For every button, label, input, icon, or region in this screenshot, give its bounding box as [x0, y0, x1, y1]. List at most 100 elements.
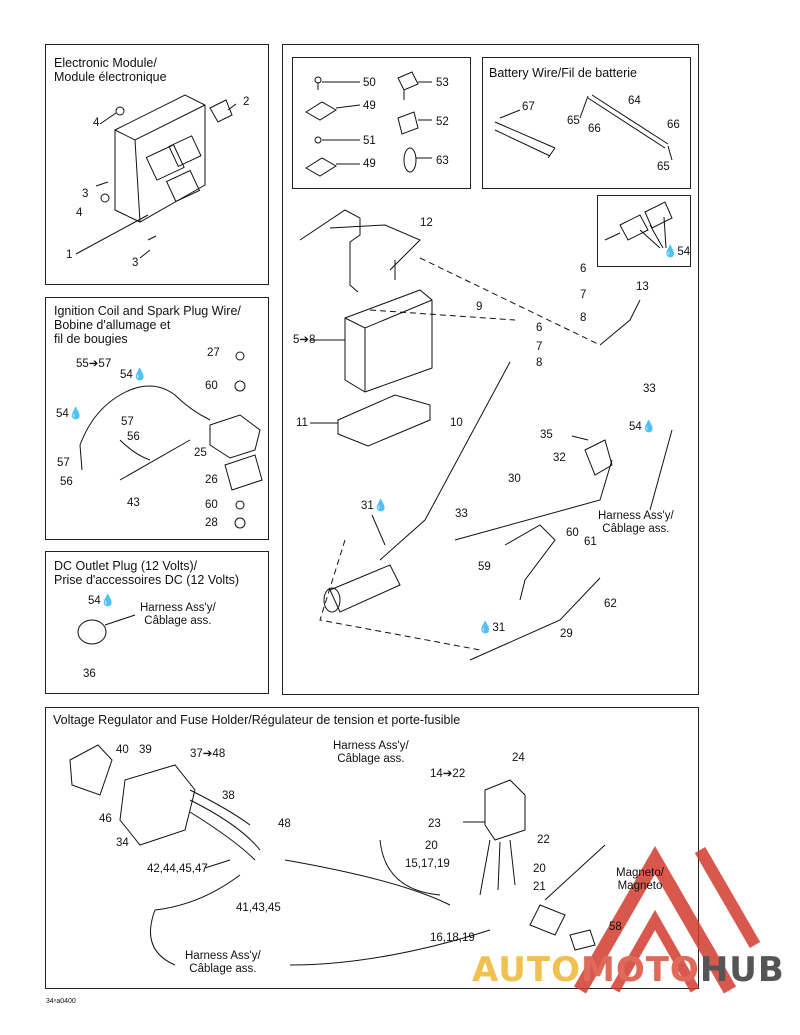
label-37to48: 37➔48 — [190, 748, 226, 760]
label-49b: 49 — [363, 158, 376, 170]
label-15-17-19: 15,17,19 — [405, 858, 450, 870]
label-31b: 💧31 — [478, 622, 506, 634]
label-62: 62 — [604, 598, 617, 610]
electronic-module-title: Electronic Module/ Module électronique — [54, 56, 167, 84]
label-16-18-19: 16,18,19 — [430, 932, 475, 944]
electronic-module-panel — [45, 44, 269, 285]
watermark-logo: AUTOMOTOHUB — [472, 950, 785, 990]
label-em-2: 2 — [243, 96, 250, 108]
label-32: 32 — [553, 452, 566, 464]
battery-wire-drawing — [494, 94, 673, 161]
label-35: 35 — [540, 429, 553, 441]
label-7a: 7 — [580, 289, 587, 301]
ignition-panel — [45, 297, 269, 540]
harness-note-dc: Harness Ass'y/ Câblage ass. — [140, 602, 216, 627]
label-13: 13 — [636, 281, 649, 293]
dc-outlet-drawing — [77, 614, 136, 645]
voltage-regulator-title: Voltage Regulator and Fuse Holder/Régula… — [53, 713, 461, 727]
label-12: 12 — [420, 217, 433, 229]
label-8a: 8 — [580, 312, 587, 324]
starter-drawing — [323, 564, 401, 613]
battery-main-panel — [282, 44, 699, 695]
label-38: 38 — [222, 790, 235, 802]
label-53: 53 — [436, 77, 449, 89]
voltage-regulator-panel — [45, 707, 699, 989]
label-54-dc: 54💧 — [88, 595, 116, 607]
label-11: 11 — [296, 417, 308, 429]
label-em-4a: 4 — [93, 117, 100, 129]
label-54-ig-b: 54💧 — [56, 408, 84, 420]
label-59: 59 — [478, 561, 491, 573]
label-10: 10 — [450, 417, 463, 429]
label-24: 24 — [512, 752, 525, 764]
connector-drawing — [604, 201, 673, 249]
label-21: 21 — [533, 881, 546, 893]
label-em-3b: 3 — [132, 257, 139, 269]
label-28: 28 — [205, 517, 218, 529]
label-57-ig-a: 57 — [121, 416, 134, 428]
label-8b: 8 — [536, 357, 543, 369]
label-33b: 33 — [455, 508, 468, 520]
label-42-44-45-47: 42,44,45,47 — [147, 863, 208, 875]
label-40: 40 — [116, 744, 129, 756]
cable-30 — [454, 459, 613, 541]
label-39: 39 — [139, 744, 152, 756]
label-34: 34 — [116, 837, 129, 849]
battery-wire-title: Battery Wire/Fil de batterie — [489, 66, 637, 80]
label-36: 36 — [83, 668, 96, 680]
label-61: 61 — [584, 536, 597, 548]
label-20b: 20 — [533, 863, 546, 875]
label-em-1: 1 — [66, 249, 73, 261]
label-26: 26 — [205, 474, 218, 486]
label-65b: 65 — [657, 161, 670, 173]
figure-code: 34ⁿa0400 — [46, 998, 76, 1005]
label-em-4b: 4 — [76, 207, 83, 219]
connector-panel — [597, 195, 691, 267]
label-43-ig: 43 — [127, 497, 140, 509]
electronic-module-drawing — [75, 94, 237, 259]
watermark-part3: HUB — [699, 950, 785, 990]
hardware-drawing — [305, 71, 432, 177]
label-54-connector: 💧54 — [663, 246, 691, 258]
label-5to8: 5➔8 — [293, 334, 316, 346]
ignition-title: Ignition Coil and Spark Plug Wire/ Bobin… — [54, 304, 241, 346]
label-60-bracket: 60 — [566, 527, 579, 539]
label-30: 30 — [508, 473, 521, 485]
battery-wire-panel — [482, 57, 691, 189]
label-33a: 33 — [643, 383, 656, 395]
cable-10 — [379, 361, 511, 561]
cable-29 — [469, 577, 601, 661]
label-14to22: 14➔22 — [430, 768, 466, 780]
watermark-triangle — [573, 845, 761, 994]
voltage-regulator-drawing — [69, 744, 606, 966]
label-67: 67 — [522, 101, 535, 113]
label-51: 51 — [363, 135, 376, 147]
dc-outlet-title: DC Outlet Plug (12 Volts)/ Prise d'acces… — [54, 559, 240, 587]
ignition-drawing — [79, 351, 263, 529]
label-9: 9 — [476, 301, 483, 313]
label-66a: 66 — [588, 123, 601, 135]
label-63: 63 — [436, 155, 449, 167]
label-55to57: 55➔57 — [76, 358, 112, 370]
cable-13 — [599, 299, 641, 346]
label-7b: 7 — [536, 341, 543, 353]
label-48: 48 — [278, 818, 291, 830]
label-58: 58 — [609, 921, 622, 933]
watermark-part1: AUTO — [472, 950, 581, 990]
label-27: 27 — [207, 347, 220, 359]
label-46: 46 — [99, 813, 112, 825]
watermark-part2: MOTO — [580, 950, 700, 990]
label-56-ig-a: 56 — [127, 431, 140, 443]
dc-outlet-panel — [45, 551, 269, 694]
label-54-harness: 54💧 — [629, 421, 657, 433]
label-23: 23 — [428, 818, 441, 830]
battery-drawing — [299, 209, 433, 447]
label-41-43-45: 41,43,45 — [236, 902, 281, 914]
label-25: 25 — [194, 447, 207, 459]
label-29: 29 — [560, 628, 573, 640]
label-em-3a: 3 — [82, 188, 89, 200]
label-54-ig-a: 54💧 — [120, 369, 148, 381]
label-52: 52 — [436, 116, 449, 128]
harness-note-vr-bottom: Harness Ass'y/ Câblage ass. — [185, 950, 261, 975]
